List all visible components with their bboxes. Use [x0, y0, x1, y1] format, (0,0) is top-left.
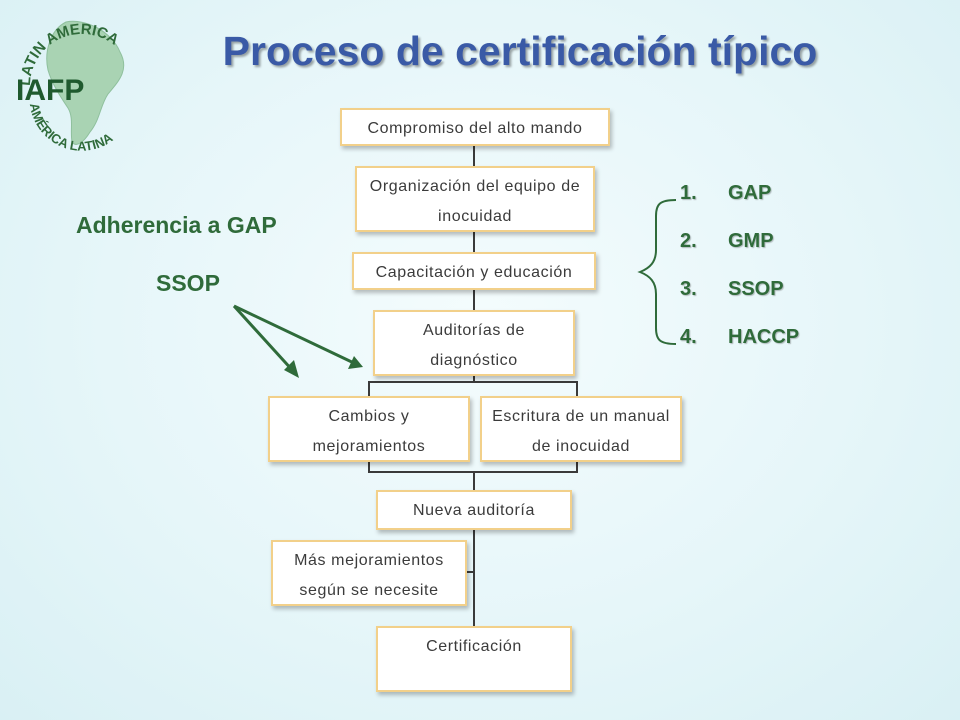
program-item: 1.GAP — [680, 182, 772, 204]
step-commitment: Compromiso del alto mando — [340, 108, 610, 146]
program-item: 3.SSOP — [680, 278, 784, 300]
step-training: Capacitación y educación — [352, 252, 596, 290]
step-diagnostic-audit: Auditorías de diagnóstico — [373, 310, 575, 376]
list-brace — [637, 199, 677, 345]
program-item: 4.HACCP — [680, 326, 800, 348]
step-manual-label: Escritura de un manual de inocuidad — [492, 408, 670, 455]
step-team-organization: Organización del equipo de inocuidad — [355, 166, 595, 232]
iafp-logo: LATIN AMERICA IAFP AMÉRICA LATINA — [16, 20, 125, 154]
step-new-audit: Nueva auditoría — [376, 490, 572, 530]
branch-bottom — [368, 462, 578, 473]
programs-list: 1.GAP 2.GMP 3.SSOP 4.HACCP — [680, 182, 799, 374]
side-note-line2: SSOP — [156, 270, 220, 296]
arrowhead-changes — [284, 360, 299, 378]
slide-title: Proceso de certificación típico — [222, 28, 818, 74]
step-manual: Escritura de un manual de inocuidad — [480, 396, 682, 462]
logo-center: IAFP — [16, 74, 84, 107]
step-changes-label: Cambios y mejoramientos — [312, 408, 426, 455]
step-more-improvements-label: Más mejoramientos según se necesite — [294, 552, 444, 599]
step-training-label: Capacitación y educación — [375, 264, 573, 281]
step-commitment-label: Compromiso del alto mando — [367, 120, 583, 137]
step-team-organization-label: Organización del equipo de inocuidad — [369, 178, 581, 225]
continent-shape — [46, 20, 125, 145]
step-new-audit-label: Nueva auditoría — [413, 502, 535, 519]
step-diagnostic-audit-label: Auditorías de diagnóstico — [422, 322, 526, 369]
arrow-to-audit — [233, 304, 357, 366]
step-more-improvements: Más mejoramientos según se necesite — [271, 540, 467, 606]
program-item: 2.GMP — [680, 230, 774, 252]
arrowhead-audit — [348, 356, 363, 369]
branch-top — [368, 381, 578, 396]
arrow-to-changes — [232, 304, 296, 374]
step-changes: Cambios y mejoramientos — [268, 396, 470, 462]
step-certification: Certificación — [376, 626, 572, 692]
side-note-line1: Adherencia a GAP — [76, 212, 277, 238]
step-certification-label: Certificación — [426, 638, 522, 655]
